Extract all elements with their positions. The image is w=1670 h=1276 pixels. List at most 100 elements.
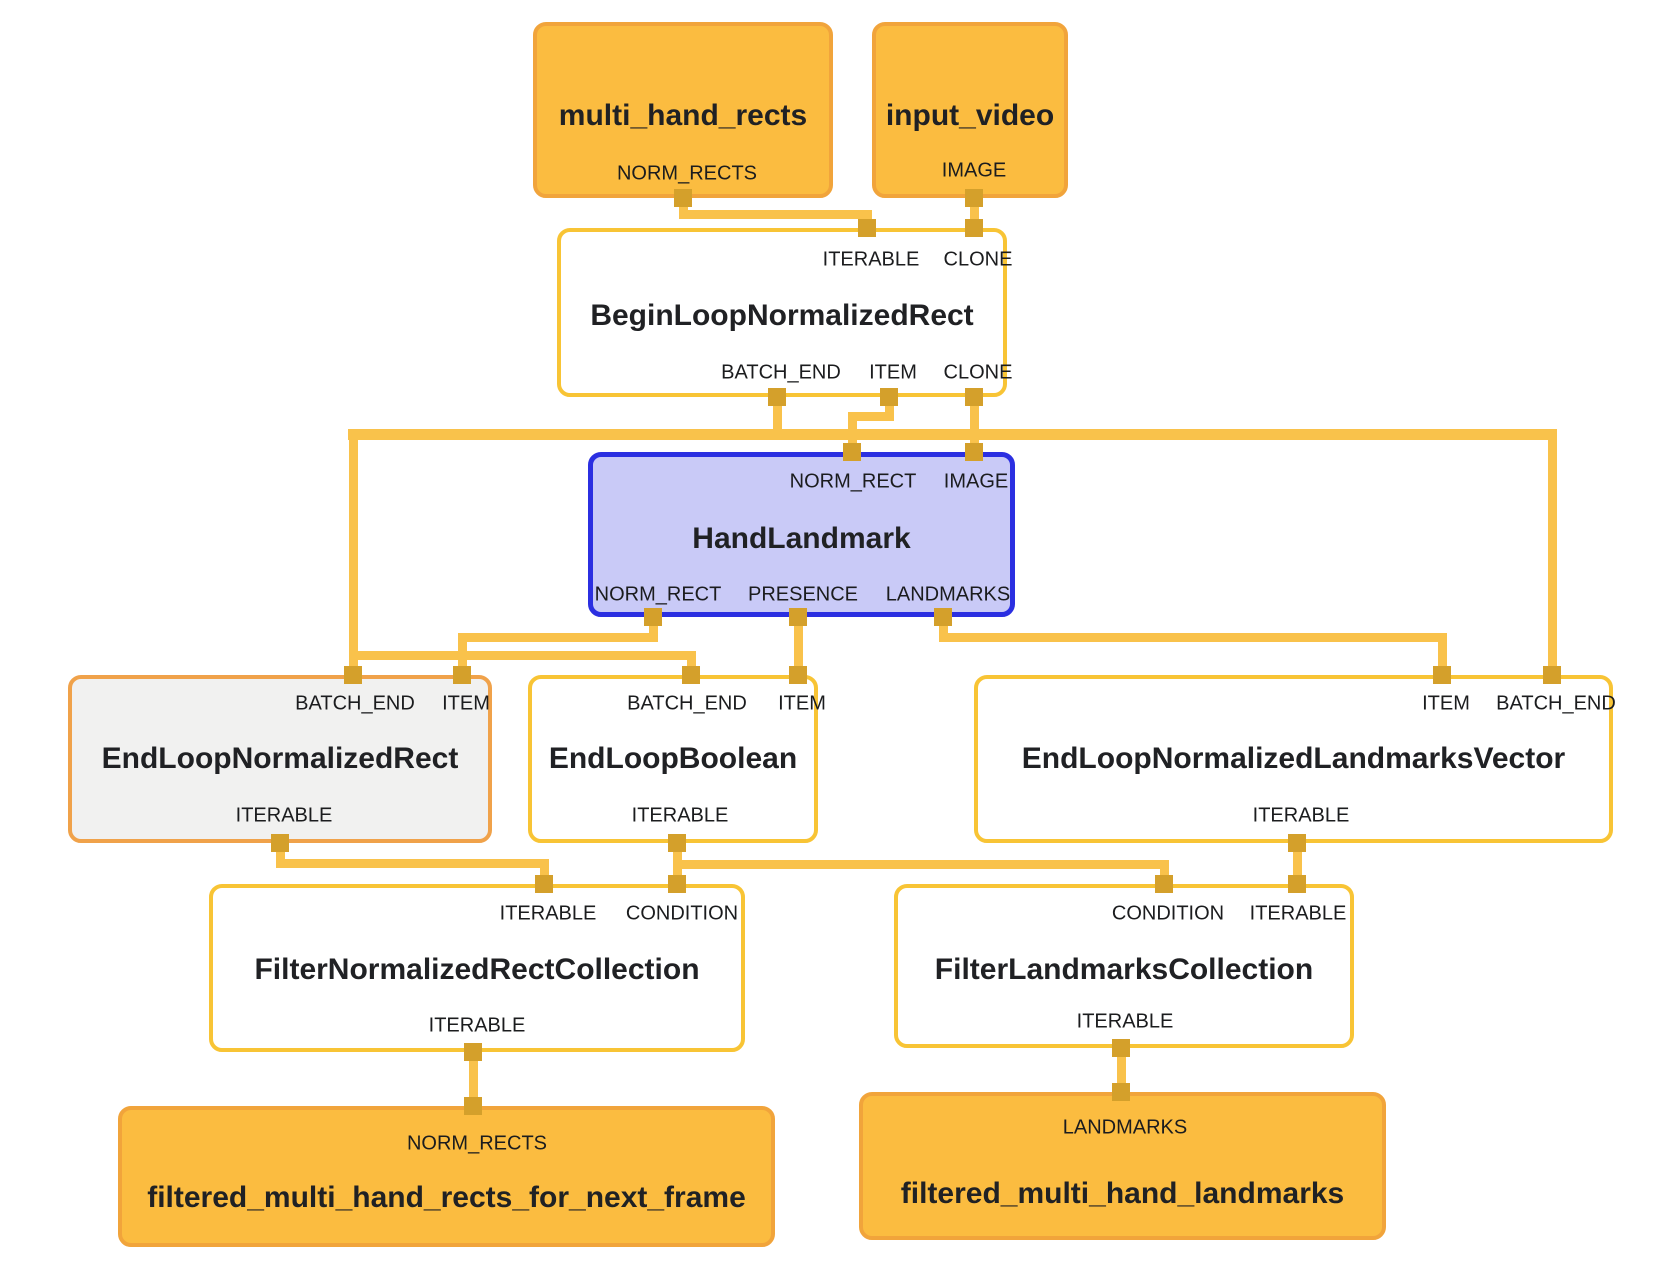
- edge-item-to-norm-rect: [885, 397, 894, 420]
- port-label-norm-rects: NORM_RECTS: [406, 1132, 548, 1155]
- port-end-loop-boolean-iterable-out: [668, 834, 686, 852]
- port-label-clone: CLONE: [943, 361, 1013, 384]
- node-filter-landmarks-collection[interactable]: CONDITION ITERABLE FilterLandmarksCollec…: [894, 884, 1354, 1048]
- port-label-iterable: ITERABLE: [235, 804, 333, 827]
- node-title: BeginLoopNormalizedRect: [590, 299, 974, 332]
- edge-boolean-to-condition-right: [673, 860, 1169, 869]
- port-label-batch-end: BATCH_END: [295, 692, 415, 715]
- node-title: EndLoopBoolean: [548, 742, 798, 775]
- edge-filter-to-landmarks-sink: [1117, 1048, 1126, 1092]
- node-title: FilterNormalizedRectCollection: [254, 953, 700, 986]
- node-title: EndLoopNormalizedRect: [101, 742, 459, 775]
- port-label-batch-end: BATCH_END: [627, 692, 747, 715]
- edge-norm-rect-to-end-loop-item: [458, 633, 467, 675]
- port-label-norm-rect: NORM_RECT: [594, 583, 722, 606]
- node-input-video[interactable]: input_video IMAGE: [872, 22, 1068, 198]
- port-filter-landmarks-condition-in: [1155, 875, 1173, 893]
- edge-item-to-norm-rect: [848, 412, 894, 421]
- node-end-loop-boolean[interactable]: BATCH_END ITEM EndLoopBoolean ITERABLE: [528, 675, 826, 843]
- port-begin-loop-batch-end-out: [768, 388, 786, 406]
- port-end-loop-rect-item-in: [453, 666, 471, 684]
- port-label-batch-end: BATCH_END: [1496, 692, 1616, 715]
- node-begin-loop-normalized-rect[interactable]: ITERABLE CLONE BeginLoopNormalizedRect B…: [557, 228, 1012, 397]
- port-landmarks-sink-landmarks-in: [1112, 1083, 1130, 1101]
- port-label-image: IMAGE: [941, 159, 1007, 182]
- port-hand-landmark-presence-out: [789, 608, 807, 626]
- node-filter-normalized-rect-collection[interactable]: ITERABLE CONDITION FilterNormalizedRectC…: [209, 884, 745, 1052]
- node-end-loop-normalized-rect[interactable]: BATCH_END ITEM EndLoopNormalizedRect ITE…: [68, 675, 492, 843]
- node-multi-hand-rects[interactable]: multi_hand_rects NORM_RECTS: [533, 22, 833, 198]
- port-end-loop-rect-batch-end-in: [344, 666, 362, 684]
- port-label-item: ITEM: [778, 692, 826, 715]
- port-hand-landmark-norm-rect-in: [843, 443, 861, 461]
- port-multi-hand-rects-norm-rects-out: [674, 189, 692, 207]
- edge-clone-to-image: [970, 397, 979, 452]
- port-end-loop-rect-iterable-out: [271, 834, 289, 852]
- node-title: multi_hand_rects: [558, 99, 808, 132]
- port-begin-loop-clone-in: [965, 219, 983, 237]
- port-label-iterable: ITERABLE: [631, 804, 729, 827]
- port-label-landmarks: LANDMARKS: [1062, 1116, 1188, 1139]
- port-label-iterable: ITERABLE: [499, 902, 597, 925]
- edge-batch-end-to-end-loop-boolean: [687, 651, 696, 675]
- port-label-item: ITEM: [1422, 692, 1470, 715]
- port-label-condition: CONDITION: [625, 902, 739, 925]
- node-title: FilterLandmarksCollection: [934, 953, 1314, 986]
- port-label-item: ITEM: [442, 692, 490, 715]
- port-label-batch-end: BATCH_END: [721, 361, 841, 384]
- edge-batch-end-to-end-loop-rect: [349, 429, 358, 675]
- node-filtered-multi-hand-landmarks[interactable]: LANDMARKS filtered_multi_hand_landmarks: [859, 1092, 1386, 1240]
- port-end-loop-boolean-batch-end-in: [682, 666, 700, 684]
- edge-multi-rects-to-iterable: [679, 210, 872, 219]
- port-end-loop-vector-item-in: [1433, 666, 1451, 684]
- port-input-video-image-out: [965, 189, 983, 207]
- edge-filter-to-rects-sink: [469, 1052, 478, 1106]
- edge-end-loop-rect-to-filter: [276, 843, 285, 868]
- port-begin-loop-item-out: [880, 388, 898, 406]
- port-label-iterable: ITERABLE: [822, 248, 920, 271]
- port-label-presence: PRESENCE: [747, 583, 859, 606]
- port-hand-landmark-image-in: [965, 443, 983, 461]
- port-end-loop-vector-iterable-out: [1288, 834, 1306, 852]
- port-hand-landmark-landmarks-out: [934, 608, 952, 626]
- port-filter-rect-iterable-out: [464, 1043, 482, 1061]
- edge-batch-end-drop: [773, 397, 782, 438]
- port-label-iterable: ITERABLE: [1076, 1010, 1174, 1033]
- port-rects-sink-norm-rects-in: [464, 1097, 482, 1115]
- port-begin-loop-iterable-in: [858, 219, 876, 237]
- edge-batch-end-to-end-loop-boolean: [349, 651, 696, 660]
- edge-end-loop-rect-to-filter: [276, 859, 549, 868]
- edge-input-video-to-clone: [970, 198, 979, 232]
- node-title: HandLandmark: [692, 522, 911, 555]
- node-filtered-multi-hand-rects-for-next-frame[interactable]: NORM_RECTS filtered_multi_hand_rects_for…: [118, 1106, 775, 1247]
- port-label-iterable: ITERABLE: [1252, 804, 1350, 827]
- port-filter-rect-condition-in: [668, 875, 686, 893]
- edge-end-loop-rect-to-filter: [540, 859, 549, 884]
- port-begin-loop-clone-out: [965, 388, 983, 406]
- edge-item-to-norm-rect: [848, 412, 857, 452]
- edge-landmarks-to-vector-item: [939, 633, 1447, 642]
- edge-batch-end-bus: [348, 429, 1557, 440]
- port-label-image: IMAGE: [943, 470, 1009, 493]
- node-end-loop-normalized-landmarks-vector[interactable]: ITEM BATCH_END EndLoopNormalizedLandmark…: [974, 675, 1616, 843]
- node-title: input_video: [885, 99, 1055, 132]
- port-filter-landmarks-iterable-out: [1112, 1039, 1130, 1057]
- edge-multi-rects-to-iterable: [679, 198, 688, 218]
- edge-vector-to-filter-iterable: [1293, 843, 1302, 884]
- port-label-norm-rects: NORM_RECTS: [616, 162, 758, 185]
- edge-norm-rect-to-end-loop-item: [649, 617, 658, 642]
- edge-landmarks-to-vector-item: [1438, 633, 1447, 675]
- node-title: filtered_multi_hand_landmarks: [900, 1177, 1345, 1210]
- port-label-norm-rect: NORM_RECT: [789, 470, 917, 493]
- port-label-iterable: ITERABLE: [1249, 902, 1347, 925]
- node-title: filtered_multi_hand_rects_for_next_frame: [147, 1181, 746, 1214]
- port-end-loop-boolean-item-in: [789, 666, 807, 684]
- port-label-landmarks: LANDMARKS: [885, 583, 1011, 606]
- port-filter-rect-iterable-in: [535, 875, 553, 893]
- port-label-iterable: ITERABLE: [428, 1014, 526, 1037]
- node-hand-landmark[interactable]: NORM_RECT IMAGE HandLandmark NORM_RECT P…: [588, 452, 1015, 617]
- edge-norm-rect-to-end-loop-item: [458, 633, 658, 642]
- edge-presence-to-boolean-item: [794, 617, 803, 675]
- port-label-clone: CLONE: [943, 248, 1013, 271]
